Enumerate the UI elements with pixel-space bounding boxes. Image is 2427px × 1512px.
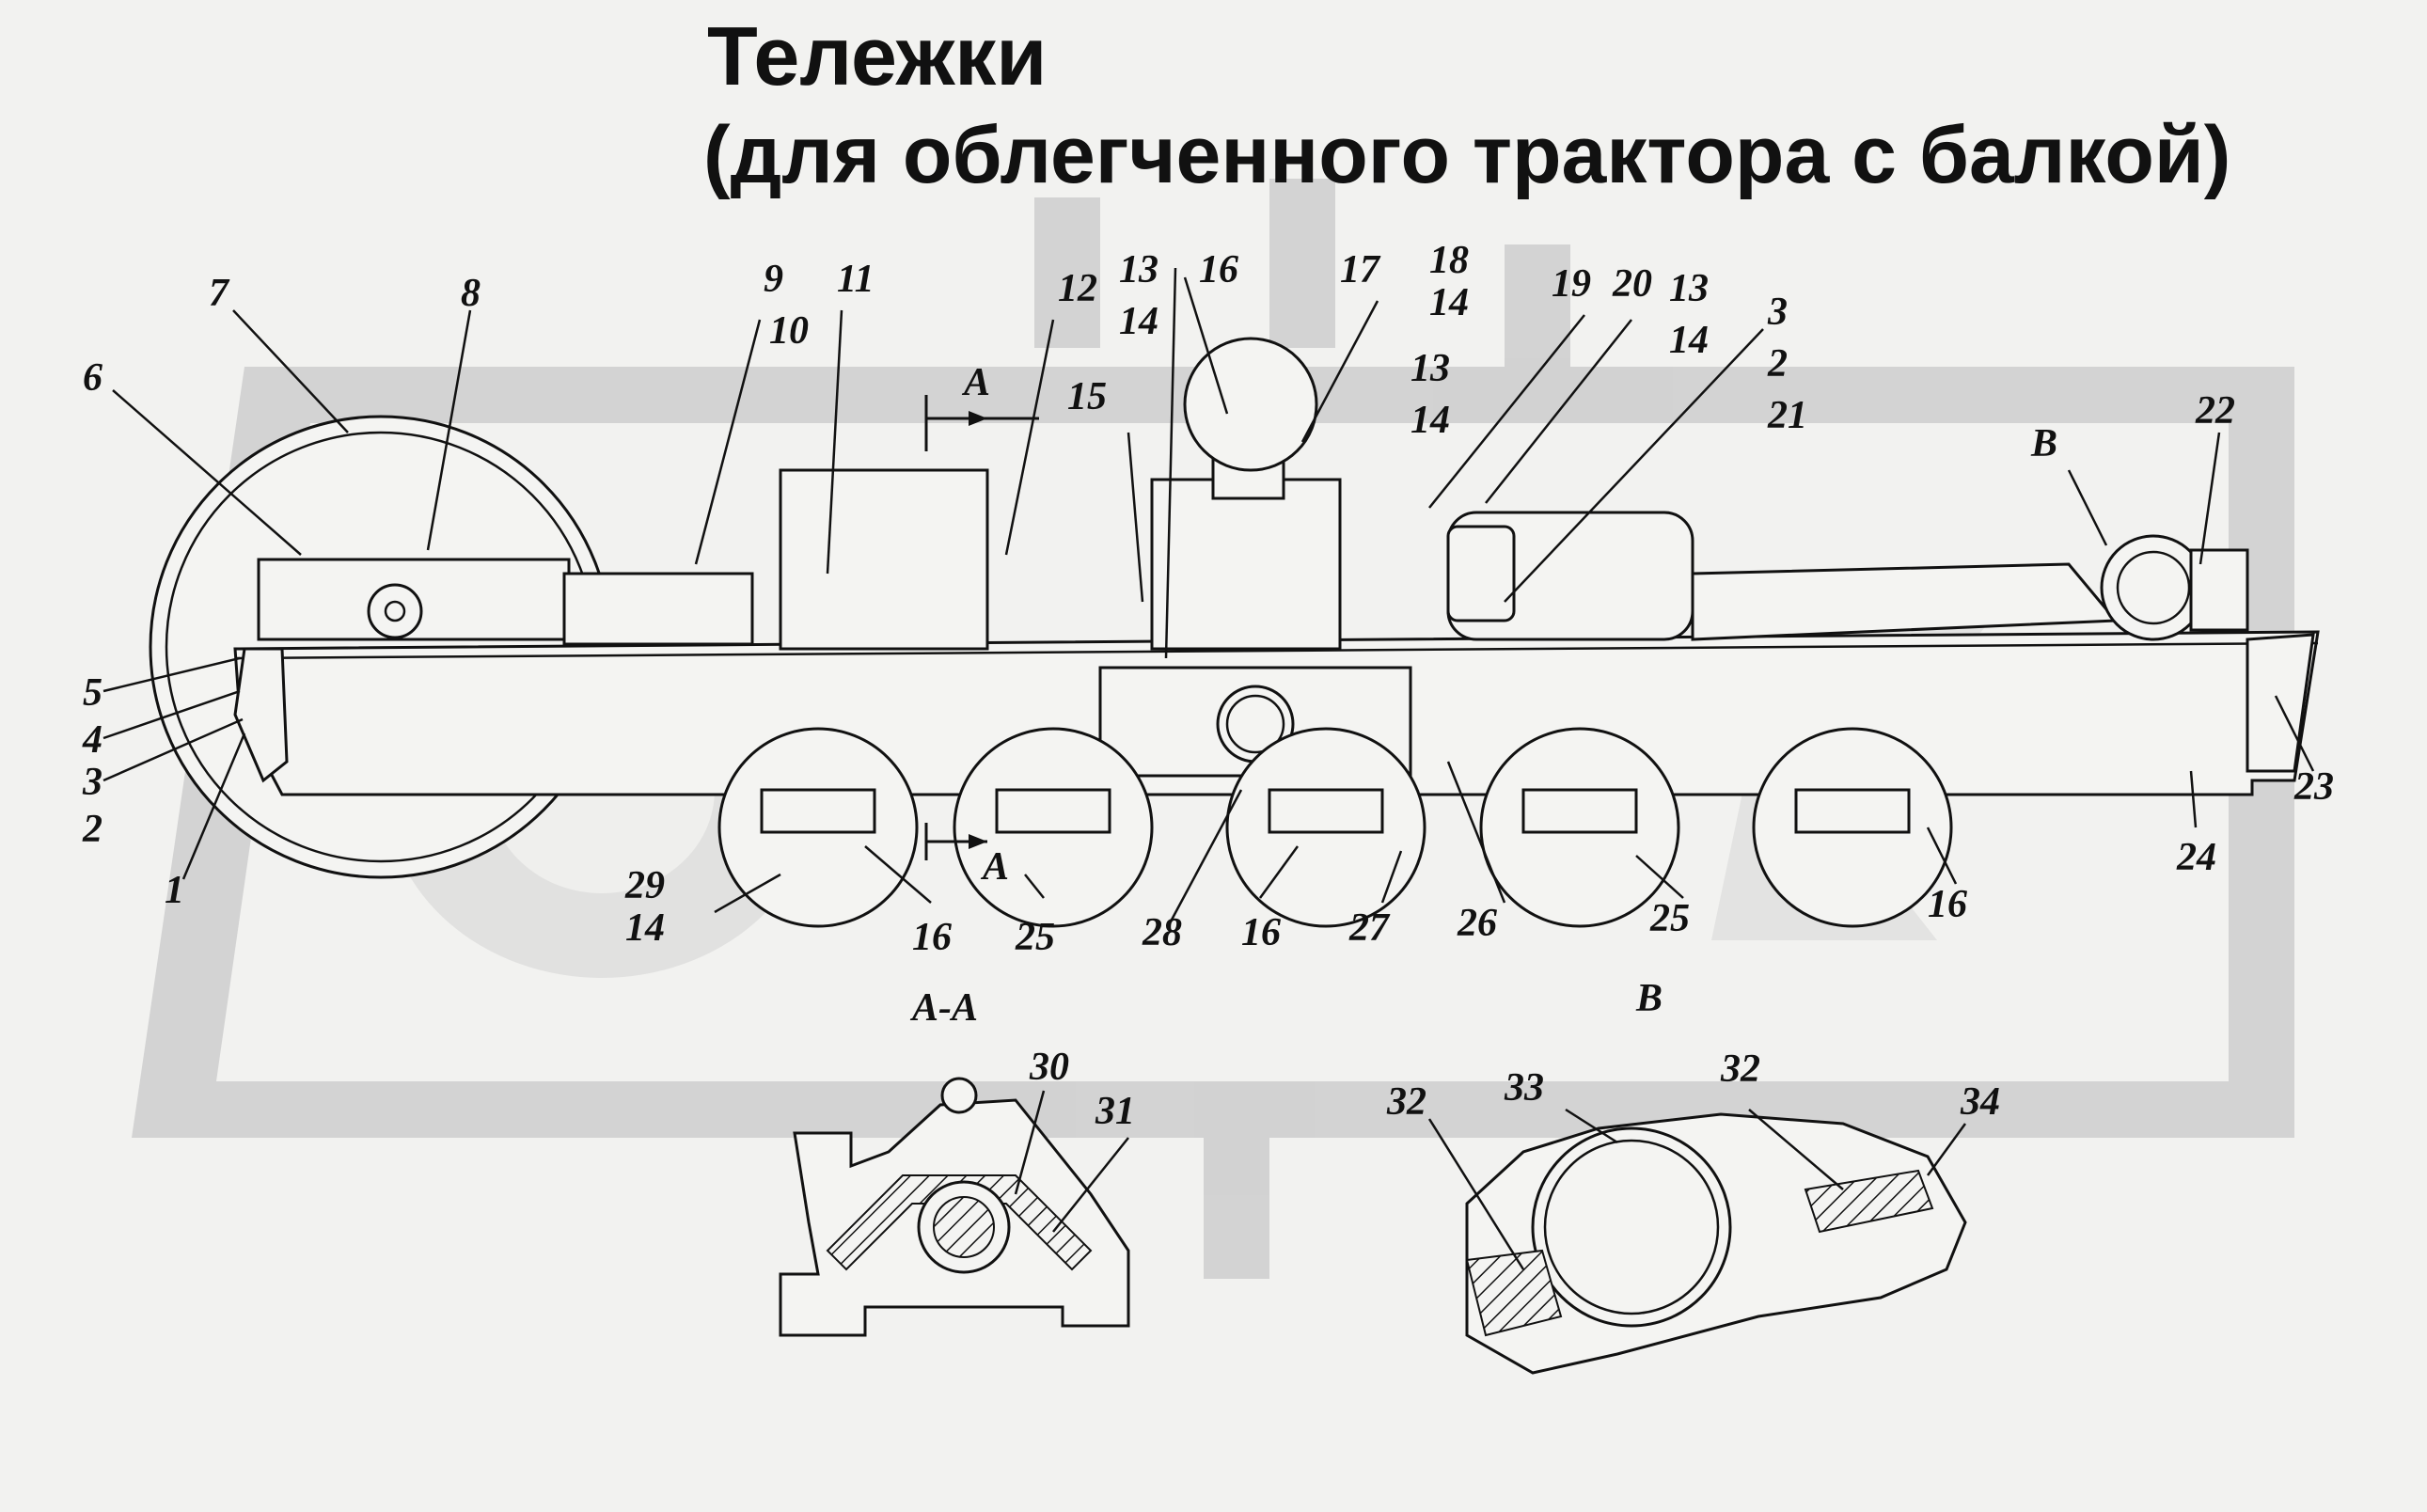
callout-14d: 14 xyxy=(1669,319,1709,362)
callout-1: 1 xyxy=(165,869,184,912)
section-label-b-bottom: B xyxy=(1635,977,1663,1020)
detail-section-aa xyxy=(779,1077,1130,1337)
callout-30: 30 xyxy=(1029,1046,1069,1089)
callout-29: 29 xyxy=(624,864,665,907)
callout-23: 23 xyxy=(2293,765,2334,809)
callout-16a: 16 xyxy=(1199,248,1238,291)
center-block xyxy=(779,468,989,651)
callout-9: 9 xyxy=(764,258,783,301)
callout-16d: 16 xyxy=(1928,883,1967,926)
callout-26: 26 xyxy=(1457,902,1497,945)
page-subtitle: (для облегченного трактора с балкой) xyxy=(703,110,2231,200)
callout-6: 6 xyxy=(83,356,102,400)
callout-2b: 2 xyxy=(1767,342,1788,386)
spring-housing xyxy=(562,572,754,646)
callout-18: 18 xyxy=(1429,239,1469,282)
callout-27: 27 xyxy=(1348,906,1391,950)
callout-25b: 25 xyxy=(1649,897,1690,940)
callout-17: 17 xyxy=(1340,248,1381,291)
callout-32b: 32 xyxy=(1720,1047,1760,1091)
callout-25a: 25 xyxy=(1015,916,1055,959)
callout-24: 24 xyxy=(2176,836,2216,879)
callout-19: 19 xyxy=(1552,262,1591,306)
callout-3b: 3 xyxy=(1767,291,1788,334)
callout-28: 28 xyxy=(1142,911,1182,954)
section-label-a-bottom: A xyxy=(980,845,1009,889)
section-markers xyxy=(924,395,1039,860)
page-title: Тележки xyxy=(707,9,1048,102)
callout-20: 20 xyxy=(1612,262,1652,306)
section-label-b-top: B xyxy=(2030,422,2057,465)
callout-16c: 16 xyxy=(1241,911,1281,954)
callout-21: 21 xyxy=(1767,394,1807,437)
callout-5: 5 xyxy=(83,671,102,715)
callout-14b: 14 xyxy=(1429,281,1469,324)
callout-14c: 14 xyxy=(1410,399,1450,442)
callout-7: 7 xyxy=(209,272,230,315)
callout-33: 33 xyxy=(1504,1066,1544,1110)
detail-view-b xyxy=(1465,1112,1967,1375)
callout-13a: 13 xyxy=(1119,248,1158,291)
section-label-a-top: A xyxy=(961,361,990,404)
balancer-support xyxy=(1150,478,1342,651)
callout-22: 22 xyxy=(2195,389,2235,433)
callout-32a: 32 xyxy=(1386,1080,1426,1124)
callout-4: 4 xyxy=(82,718,102,762)
callout-31: 31 xyxy=(1095,1090,1135,1133)
callout-12: 12 xyxy=(1058,267,1097,310)
leader-lines xyxy=(102,267,2315,1270)
callout-16b: 16 xyxy=(912,916,952,959)
track-rollers xyxy=(717,727,1953,928)
callout-3: 3 xyxy=(82,761,102,804)
callout-14a: 14 xyxy=(1119,300,1158,343)
callout-2: 2 xyxy=(82,808,102,851)
section-label-aa: A-A xyxy=(909,986,978,1030)
callout-13c: 13 xyxy=(1669,267,1709,310)
callout-11: 11 xyxy=(837,258,875,301)
callout-15: 15 xyxy=(1067,375,1107,418)
callout-labels: 1 2 3 4 5 6 7 8 9 10 11 12 13 14 15 16 1… xyxy=(82,239,2334,1133)
callout-13b: 13 xyxy=(1410,347,1450,390)
callout-34: 34 xyxy=(1960,1080,2000,1124)
front-bracket xyxy=(233,647,289,783)
callout-8: 8 xyxy=(461,272,481,315)
callout-14e: 14 xyxy=(625,906,665,950)
support-roller xyxy=(1183,337,1318,472)
callout-10: 10 xyxy=(769,309,809,353)
